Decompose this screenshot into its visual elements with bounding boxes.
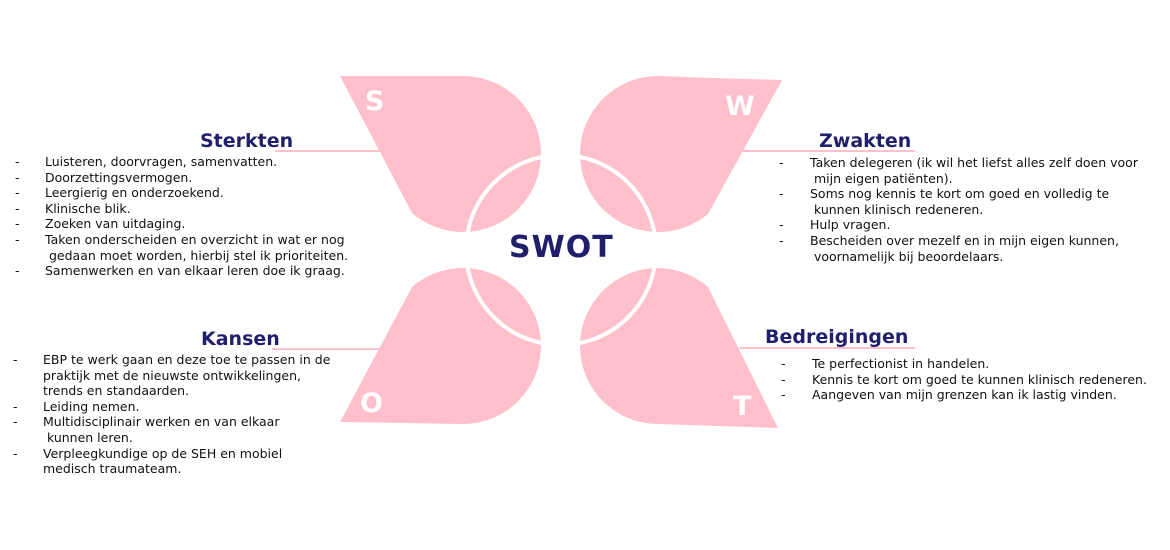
strengths-list: Luisteren, doorvragen, samenvatten.Doorz… (15, 154, 385, 279)
list-item: Multidisciplinair werken en van elkaar k… (13, 414, 353, 445)
strengths-letter: S (365, 86, 384, 117)
threats-list: Te perfectionist in handelen.Kennis te k… (781, 356, 1166, 403)
list-item: Verpleegkundige op de SEH en mobielmedis… (13, 446, 353, 477)
opportunities-petal (340, 268, 541, 424)
threats-letter: T (733, 391, 752, 422)
weaknesses-petal (580, 76, 782, 233)
list-item: Aangeven van mijn grenzen kan ik lastig … (781, 387, 1166, 403)
strengths-petal (340, 76, 541, 232)
list-item: Luisteren, doorvragen, samenvatten. (15, 154, 385, 170)
strengths-heading: Sterkten (200, 130, 294, 152)
list-item: EBP te werk gaan en deze toe te passen i… (13, 352, 353, 399)
list-item: Kennis te kort om goed te kunnen klinisc… (781, 372, 1166, 388)
list-item: Bescheiden over mezelf en in mijn eigen … (779, 233, 1164, 264)
opportunities-list: EBP te werk gaan en deze toe te passen i… (13, 352, 353, 477)
list-item: Klinische blik. (15, 201, 385, 217)
list-item: Doorzettingsvermogen. (15, 170, 385, 186)
opportunities-letter: O (360, 388, 383, 419)
list-item: Leergierig en onderzoekend. (15, 185, 385, 201)
list-item: Hulp vragen. (779, 217, 1164, 233)
weaknesses-heading: Zwakten (819, 130, 912, 152)
list-item: Taken delegeren (ik wil het liefst alles… (779, 155, 1164, 186)
list-item: Te perfectionist in handelen. (781, 356, 1166, 372)
list-item: Soms nog kennis te kort om goed en volle… (779, 186, 1164, 217)
list-item: Leiding nemen. (13, 399, 353, 415)
list-item: Taken onderscheiden en overzicht in wat … (15, 232, 385, 263)
threats-petal (580, 268, 778, 428)
list-item: Zoeken van uitdaging. (15, 216, 385, 232)
opportunities-heading: Kansen (201, 328, 280, 350)
list-item: Samenwerken en van elkaar leren doe ik g… (15, 263, 385, 279)
weaknesses-letter: W (725, 91, 755, 122)
center-title: SWOT (509, 230, 614, 265)
weaknesses-list: Taken delegeren (ik wil het liefst alles… (779, 155, 1164, 264)
threats-heading: Bedreigingen (765, 326, 909, 348)
